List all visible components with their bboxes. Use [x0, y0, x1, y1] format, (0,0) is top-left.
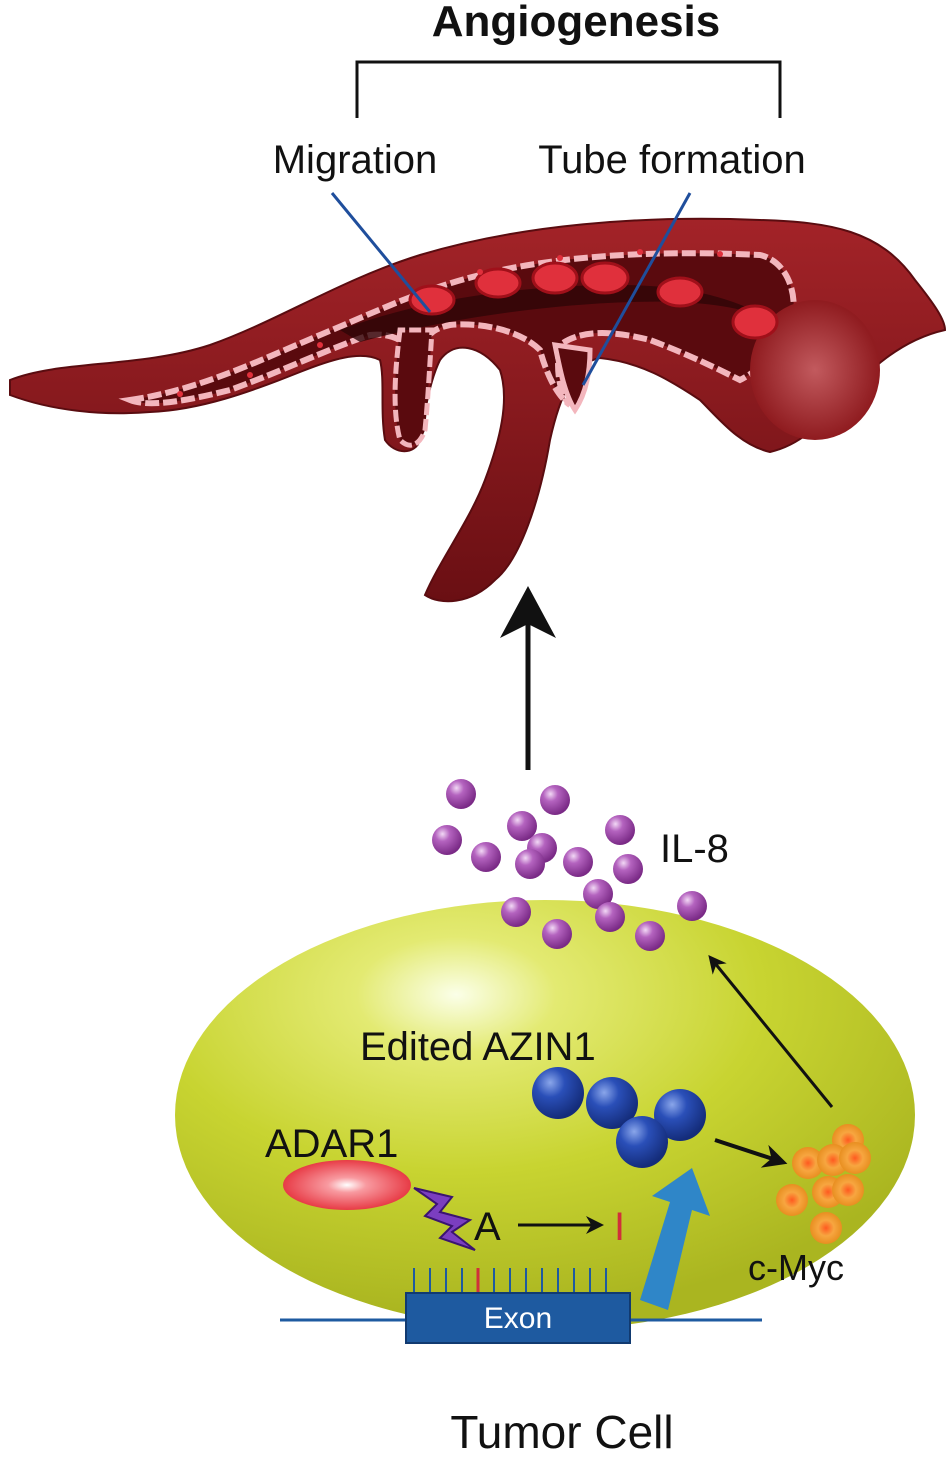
il8-particle [613, 854, 643, 884]
azin1-sphere [532, 1067, 584, 1119]
il8-particle [635, 921, 665, 951]
cmyc-particle [810, 1212, 842, 1244]
red-blood-cell [656, 276, 704, 308]
il8-particle [677, 891, 707, 921]
endothelial-nucleus [247, 372, 253, 378]
red-blood-cells [408, 261, 779, 340]
endothelial-cells [177, 249, 723, 397]
endothelial-nucleus [317, 342, 323, 348]
il8-particle [542, 919, 572, 949]
endothelial-nucleus [557, 255, 563, 261]
red-blood-cell [474, 267, 522, 299]
red-blood-cell [531, 261, 579, 295]
azin1-molecules [532, 1067, 706, 1168]
label-edited-azin1: Edited AZIN1 [360, 1025, 596, 1069]
cmyc-particle [832, 1174, 864, 1206]
pointer-line-tube-formation [581, 192, 692, 386]
il8-particle [563, 847, 593, 877]
label-cmyc: c-Myc [748, 1247, 844, 1288]
up-arrow-head [500, 586, 556, 638]
label-il8: IL-8 [660, 827, 729, 871]
il8-particle [595, 902, 625, 932]
red-blood-cell [408, 284, 456, 316]
cmyc-particle [839, 1142, 871, 1174]
azin1-sphere [654, 1089, 706, 1141]
il8-particle [471, 842, 501, 872]
il8-particle [583, 879, 613, 909]
il8-particle [540, 785, 570, 815]
arrow-azin1-to-cmyc [714, 1138, 788, 1168]
label-base-a: A [474, 1205, 501, 1249]
label-tube-formation: Tube formation [538, 138, 806, 182]
vessel-sprout-tube [551, 342, 593, 415]
label-migration: Migration [273, 138, 438, 182]
endothelial-nucleus [717, 251, 723, 257]
il8-particle [432, 825, 462, 855]
red-blood-cell [580, 261, 630, 295]
il8-particles [432, 779, 707, 951]
exon-ticks [413, 1268, 607, 1293]
exon-box [405, 1292, 631, 1344]
il8-particle [515, 849, 545, 879]
title-angiogenesis: Angiogenesis [432, 0, 721, 46]
azin1-sphere [586, 1077, 638, 1129]
red-blood-cell [731, 304, 779, 340]
angiogenesis-header: Angiogenesis Migration Tube formation [273, 0, 806, 182]
lightning-icon [413, 1187, 476, 1251]
pointer-line-migration [330, 192, 432, 313]
vessel-cut-end [750, 300, 880, 440]
label-tumor-cell: Tumor Cell [450, 1406, 673, 1458]
angiogenesis-bracket [355, 60, 782, 118]
cmyc-particle [792, 1147, 824, 1179]
label-exon: Exon [484, 1302, 552, 1335]
adar1-enzyme [283, 1160, 411, 1210]
azin1-sphere [616, 1116, 668, 1168]
arrow-cmyc-to-il8 [708, 955, 834, 1108]
endothelial-nucleus [637, 249, 643, 255]
cmyc-cluster [776, 1124, 871, 1244]
cmyc-particle [776, 1184, 808, 1216]
endothelial-nucleus [477, 269, 483, 275]
big-up-arrow-icon [640, 1168, 710, 1310]
il8-particle [446, 779, 476, 809]
label-base-i: I [614, 1205, 625, 1249]
endothelial-nucleus [177, 391, 183, 397]
il8-particle [501, 897, 531, 927]
vessel-sprout-migration [392, 327, 435, 448]
curved-arrow-icon [708, 955, 834, 1108]
il8-particle [507, 811, 537, 841]
il8-particle [605, 815, 635, 845]
blood-vessel [9, 217, 947, 603]
up-arrow-icon [500, 586, 556, 770]
label-adar1: ADAR1 [265, 1122, 398, 1166]
